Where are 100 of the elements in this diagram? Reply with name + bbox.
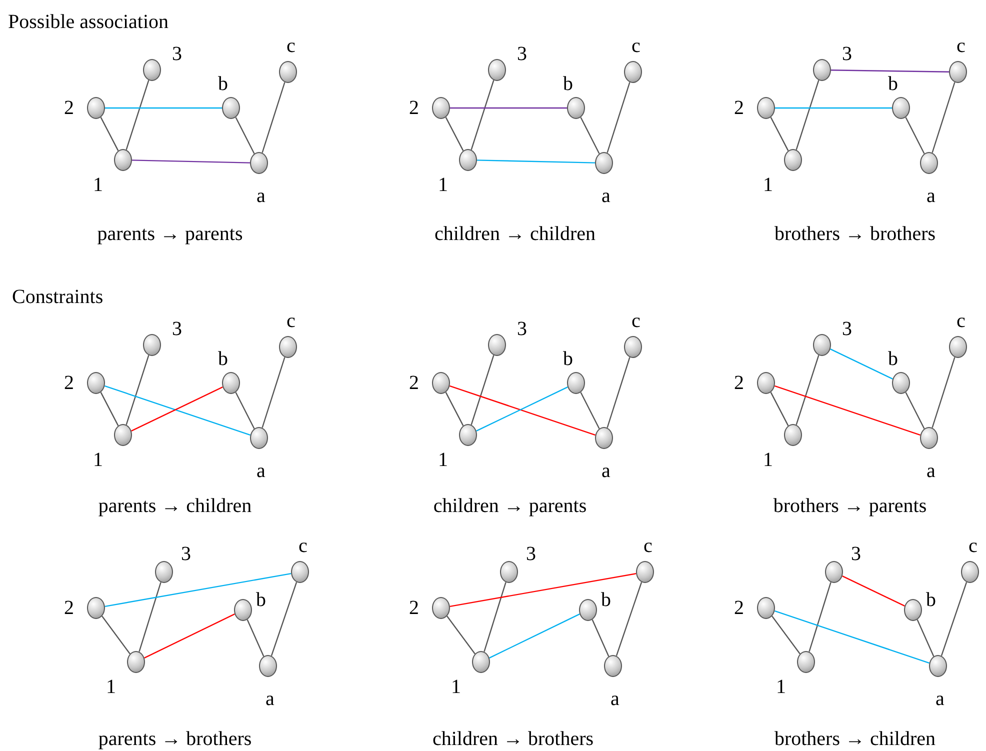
circle-node bbox=[250, 152, 268, 174]
node-label: c bbox=[644, 535, 652, 557]
connector-line bbox=[138, 582, 162, 652]
connector-line bbox=[102, 616, 130, 654]
connector-line bbox=[774, 385, 921, 436]
node-label: 1 bbox=[106, 676, 116, 698]
circle-node bbox=[636, 561, 654, 583]
node-label: 3 bbox=[517, 318, 527, 340]
connector-line bbox=[830, 348, 893, 380]
connector-line bbox=[940, 582, 968, 656]
circle-node bbox=[488, 59, 506, 81]
caption: children → brothers bbox=[432, 727, 594, 751]
node-label: 3 bbox=[517, 43, 527, 65]
node-label: a bbox=[256, 185, 266, 207]
node-label: 2 bbox=[734, 597, 744, 619]
caption: children → parents bbox=[433, 494, 587, 518]
node-label: c bbox=[968, 535, 978, 557]
node-label: a bbox=[602, 460, 610, 482]
circle-node bbox=[904, 599, 922, 621]
circle-node bbox=[279, 61, 297, 83]
connector-line bbox=[450, 572, 636, 608]
connector-line bbox=[772, 616, 800, 654]
connector-line bbox=[144, 614, 235, 658]
connector-line bbox=[932, 82, 956, 153]
node-label: 2 bbox=[409, 97, 419, 119]
node-label: c bbox=[956, 310, 966, 332]
connector-line bbox=[100, 117, 119, 151]
connector-line bbox=[470, 355, 494, 425]
node-label: c bbox=[632, 35, 640, 57]
circle-node bbox=[222, 372, 240, 394]
connector-line bbox=[104, 385, 251, 436]
connector-line bbox=[770, 392, 789, 426]
circle-node bbox=[567, 372, 585, 394]
node-label: a bbox=[610, 688, 620, 710]
node-label: 2 bbox=[64, 372, 74, 394]
node-label: 3 bbox=[842, 318, 852, 340]
connector-line bbox=[476, 386, 568, 432]
connector-line bbox=[489, 614, 580, 658]
caption: brothers → brothers bbox=[774, 222, 936, 246]
node-label: 1 bbox=[93, 174, 103, 196]
node-label: 1 bbox=[763, 174, 773, 196]
connector-line bbox=[592, 619, 610, 657]
caption: parents → parents bbox=[97, 222, 243, 246]
caption: parents → brothers bbox=[98, 727, 252, 751]
circle-node bbox=[155, 561, 173, 583]
circle-node bbox=[920, 152, 938, 174]
caption: brothers → children bbox=[774, 727, 936, 751]
circle-node bbox=[604, 655, 622, 677]
circle-node bbox=[500, 561, 518, 583]
connector-line bbox=[262, 357, 286, 428]
circle-node bbox=[259, 655, 277, 677]
node-label: b bbox=[888, 73, 898, 95]
connector-line bbox=[450, 107, 567, 109]
node-label: 2 bbox=[64, 97, 74, 119]
circle-node bbox=[127, 651, 145, 673]
connector-line bbox=[606, 82, 630, 153]
node-label: b bbox=[888, 348, 898, 370]
node-label: 3 bbox=[526, 543, 536, 565]
circle-node bbox=[595, 427, 613, 449]
circle-node bbox=[279, 336, 297, 358]
circle-node bbox=[949, 61, 967, 83]
node-label: 1 bbox=[93, 449, 103, 471]
node-label: c bbox=[632, 310, 640, 332]
circle-node bbox=[624, 61, 642, 83]
section-heading: Possible association bbox=[8, 10, 169, 34]
circle-node bbox=[87, 372, 105, 394]
node-label: 3 bbox=[172, 43, 182, 65]
connector-line bbox=[126, 80, 150, 150]
node-label: b bbox=[256, 589, 266, 611]
node-label: a bbox=[936, 688, 944, 710]
node-label: 2 bbox=[409, 597, 419, 619]
node-label: 1 bbox=[438, 449, 448, 471]
node-label: a bbox=[266, 688, 274, 710]
circle-node bbox=[87, 97, 105, 119]
section-heading: Constraints bbox=[12, 285, 104, 309]
circle-node bbox=[488, 334, 506, 356]
caption: brothers → parents bbox=[773, 494, 927, 518]
circle-node bbox=[892, 97, 910, 119]
circle-node bbox=[459, 424, 477, 446]
node-label: b bbox=[563, 73, 573, 95]
node-label: 1 bbox=[776, 676, 786, 698]
caption: children → children bbox=[434, 222, 596, 246]
connector-line bbox=[580, 392, 600, 429]
connector-line bbox=[100, 392, 119, 426]
node-label: c bbox=[956, 35, 966, 57]
connector-line bbox=[262, 82, 286, 153]
circle-node bbox=[432, 597, 450, 619]
connector-line bbox=[796, 355, 820, 425]
circle-node bbox=[114, 424, 132, 446]
circle-node bbox=[784, 424, 802, 446]
node-label: 1 bbox=[763, 449, 773, 471]
circle-node bbox=[579, 599, 597, 621]
node-label: 2 bbox=[64, 597, 74, 619]
connector-line bbox=[774, 610, 930, 664]
circle-node bbox=[234, 599, 252, 621]
connector-line bbox=[131, 386, 223, 432]
circle-node bbox=[114, 149, 132, 171]
connector-line bbox=[580, 117, 600, 154]
connector-line bbox=[484, 582, 506, 652]
circle-node bbox=[595, 152, 613, 174]
